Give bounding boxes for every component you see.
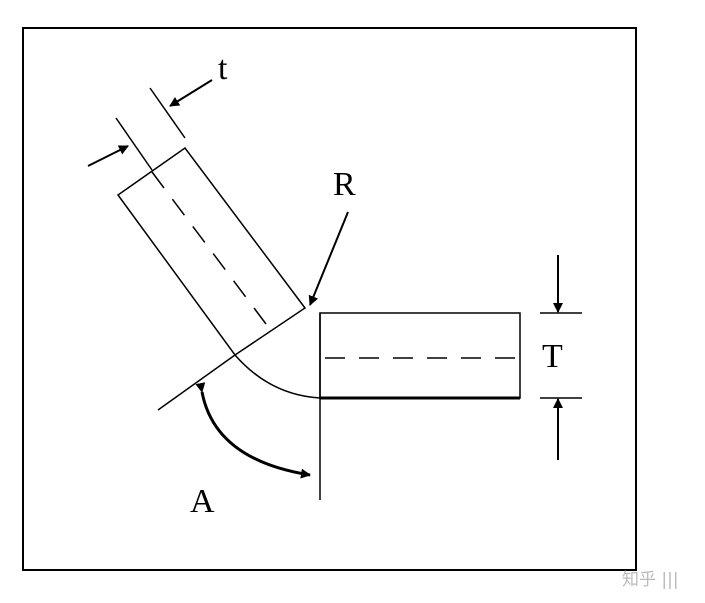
frame <box>22 27 637 571</box>
label-R: R <box>333 166 356 203</box>
angled-flange <box>116 146 307 357</box>
label-t: t <box>218 50 228 87</box>
label-A: A <box>190 483 215 520</box>
label-T: T <box>542 338 563 375</box>
flat-flange <box>319 312 521 399</box>
watermark: 知乎 ||| <box>622 570 679 590</box>
angle-extension <box>157 354 236 411</box>
bend-curve <box>234 354 321 399</box>
r-arrow <box>308 211 349 306</box>
angle-arrow <box>195 382 311 479</box>
angled-centerline <box>151 171 273 333</box>
